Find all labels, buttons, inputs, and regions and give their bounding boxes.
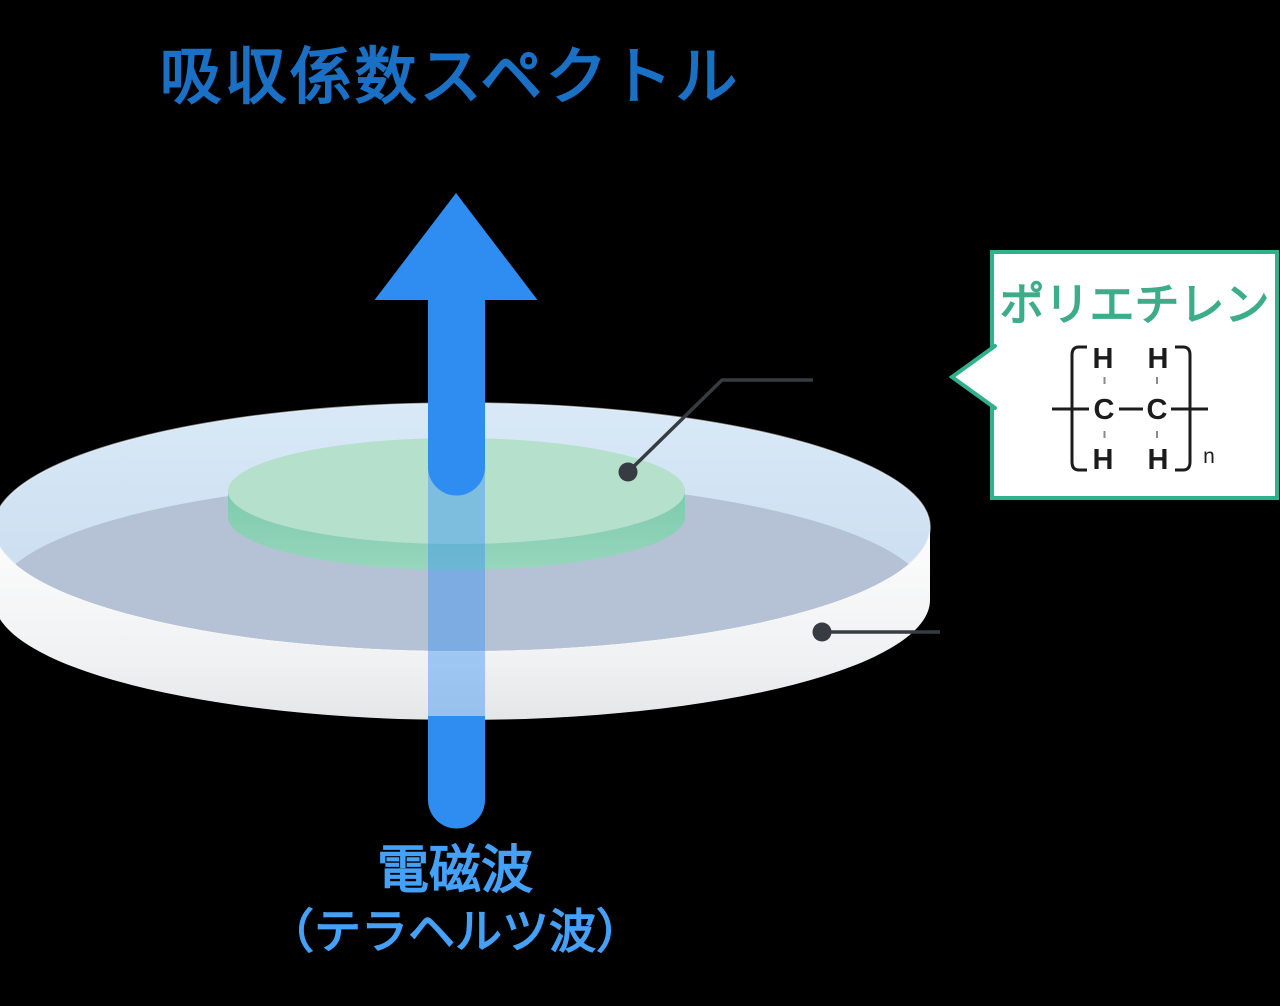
- wave-label-line2: （テラヘルツ波）: [267, 905, 643, 958]
- beam-incident: [428, 716, 485, 829]
- wave-label-line1: 電磁波: [376, 842, 533, 900]
- formula-atom-h-bottom-left: H: [1093, 444, 1114, 476]
- up-arrow-icon: [374, 193, 538, 496]
- callout-bubble: [990, 250, 1279, 500]
- callout-title: ポリエチレン: [999, 279, 1270, 330]
- sample-disc-side: [228, 491, 685, 570]
- polyethylene-formula: H H C C H H n: [1052, 343, 1215, 476]
- formula-atom-h-top-right: H: [1148, 343, 1169, 375]
- formula-atom-c-left: C: [1094, 394, 1115, 426]
- formula-atom-h-bottom-right: H: [1148, 444, 1169, 476]
- sample-callout-line: [626, 378, 813, 474]
- substrate-disc-inner-shadow: [0, 480, 930, 651]
- formula-atom-c-right: C: [1147, 394, 1168, 426]
- page-title: 吸収係数スペクトル: [159, 43, 741, 112]
- formula-atom-h-top-left: H: [1093, 343, 1114, 375]
- callout-bubble-tail-border: [948, 344, 997, 410]
- callout-bubble-tail-fill: [952, 347, 997, 407]
- sample-callout-dot: [618, 462, 638, 482]
- formula-subscript-n: n: [1203, 445, 1215, 468]
- substrate-callout-dot: [812, 622, 832, 642]
- substrate-disc-rim: [0, 527, 930, 720]
- wave-label: 電磁波 （テラヘルツ波）: [100, 840, 810, 962]
